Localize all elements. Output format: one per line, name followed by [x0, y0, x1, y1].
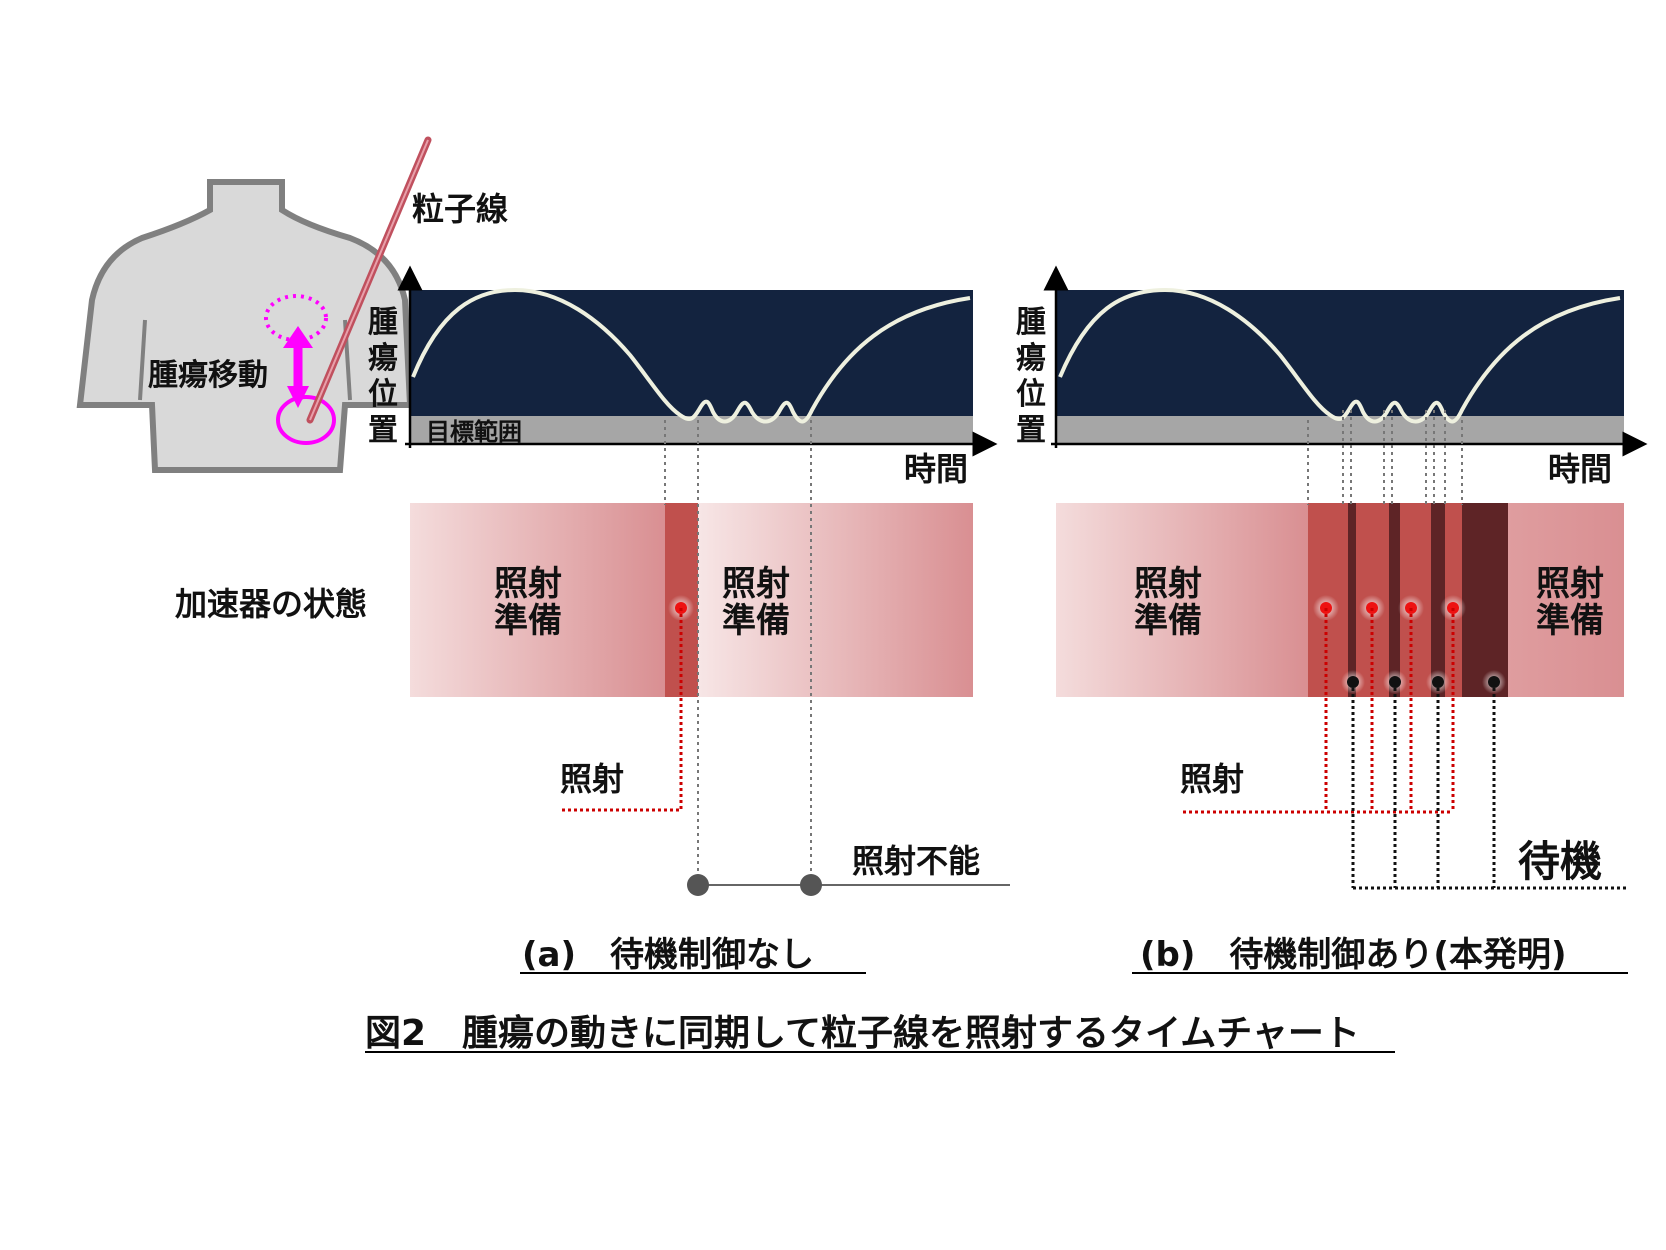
y-axis-label-b-1: 腫	[1016, 305, 1046, 340]
y-axis-label-a-1: 腫	[368, 305, 398, 340]
tumor-position-plot-b	[1056, 290, 1624, 416]
tumor-current-position	[276, 395, 336, 445]
standby-band-b-4	[1462, 503, 1508, 697]
prep-label-b1-line1: 照射	[1134, 564, 1202, 604]
panel-a: 目標範囲 腫 瘍 位 置 時間 照射 準備 照射 準備 照射 照射不能	[368, 265, 1010, 975]
y-axis-label-a-2: 瘍	[368, 341, 398, 376]
target-range-label-a: 目標範囲	[426, 418, 522, 446]
tumor-position-curve-b	[1058, 287, 1621, 424]
accelerator-state-label: 加速器の状態	[175, 585, 367, 623]
panel-b: 腫 瘍 位 置 時間 照射 準備 照射 準備	[1016, 265, 1648, 975]
x-axis-label-b: 時間	[1548, 450, 1612, 488]
y-axis-label-b-3: 位	[1016, 377, 1046, 412]
prep-label-a2-line2: 準備	[722, 601, 790, 641]
tumor-position-curve-a	[411, 287, 971, 424]
torso-shape	[76, 179, 414, 473]
tumor-motion-label: 腫瘍移動	[148, 358, 268, 393]
prep-label-b1-line2: 準備	[1134, 601, 1202, 641]
standby-lines-b	[1351, 682, 1626, 890]
prep-band-a-left	[410, 503, 665, 697]
not-possible-label: 照射不能	[852, 842, 980, 880]
figure-caption: 図2 腫瘍の動きに同期して粒子線を照射するタイムチャート	[365, 1013, 1360, 1054]
irradiation-line-a	[560, 608, 683, 812]
prep-label-b2-line1: 照射	[1536, 564, 1604, 604]
caption-a: (a) 待機制御なし	[522, 935, 814, 975]
not-possible-point-2	[800, 874, 822, 896]
prep-label-a1-line2: 準備	[494, 601, 562, 641]
y-axis-label-a-3: 位	[368, 377, 398, 412]
standby-label: 待機	[1518, 837, 1602, 886]
prep-label-a2-line1: 照射	[722, 564, 790, 604]
y-axis-label-b-4: 置	[1016, 413, 1046, 448]
beam-label: 粒子線	[412, 190, 508, 228]
irradiation-label-a: 照射	[560, 760, 624, 798]
not-possible-point-1	[687, 874, 709, 896]
irradiation-lines-b	[1183, 608, 1455, 814]
prep-label-b2-line2: 準備	[1536, 601, 1604, 641]
prep-label-a1-line1: 照射	[494, 564, 562, 604]
y-axis-label-b-2: 瘍	[1016, 341, 1046, 376]
irradiation-label-b: 照射	[1180, 760, 1244, 798]
standby-band-b-2	[1389, 503, 1400, 697]
prep-band-b-left	[1056, 503, 1308, 697]
y-axis-label-a-4: 置	[368, 413, 398, 448]
standby-band-b-3	[1431, 503, 1445, 697]
caption-b: (b) 待機制御あり(本発明)	[1140, 935, 1567, 975]
x-axis-label-a: 時間	[904, 450, 968, 488]
torso-illustration: 腫瘍移動 粒子線	[76, 136, 508, 473]
target-range-band-a	[410, 416, 973, 444]
prep-band-a-right	[698, 503, 973, 697]
tumor-position-plot-a	[410, 290, 973, 416]
standby-band-b-1	[1348, 503, 1356, 697]
prep-band-b-right	[1508, 503, 1624, 697]
